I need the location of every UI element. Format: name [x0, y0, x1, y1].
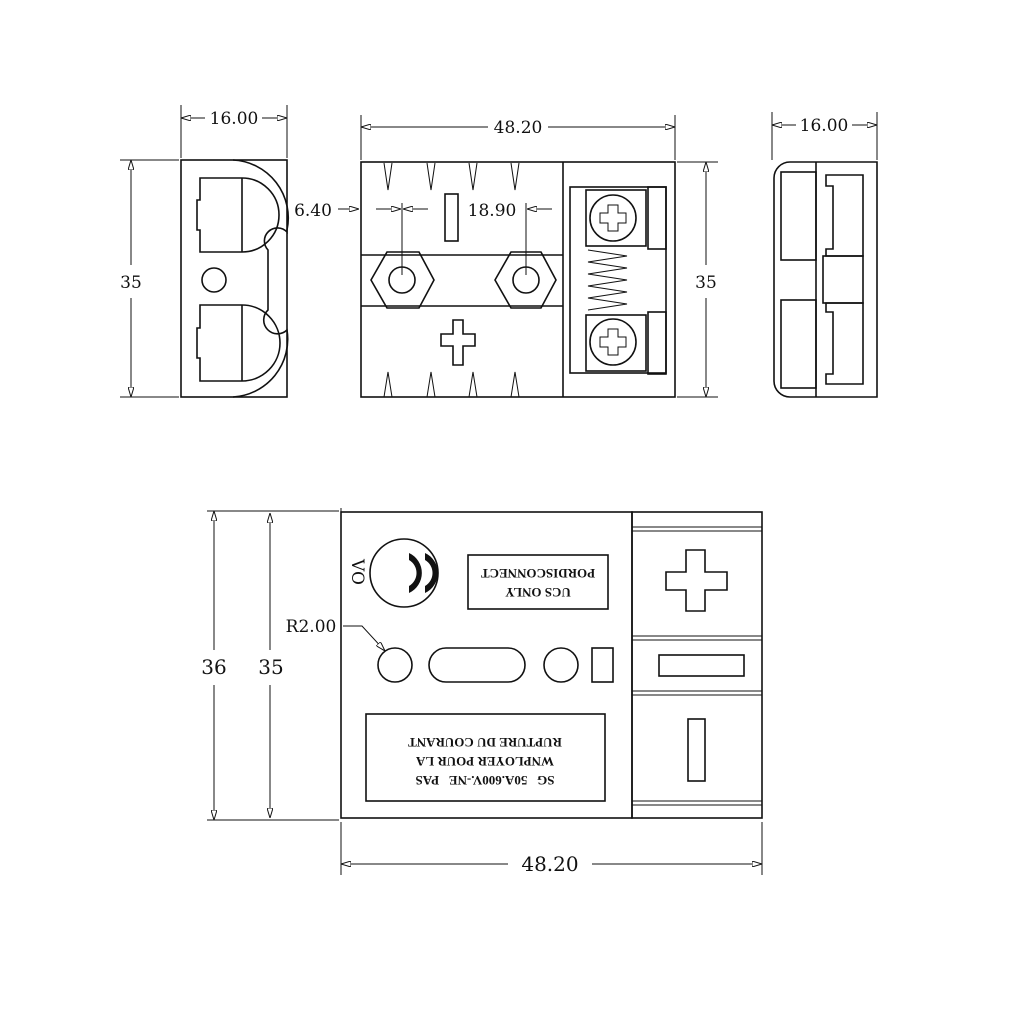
svg-text:RUPTURE DU COURANT: RUPTURE DU COURANT — [408, 735, 562, 750]
right-side-view: 16.00 — [771, 112, 878, 398]
svg-text:36: 36 — [201, 655, 226, 679]
svg-text:UCS ONLY: UCS ONLY — [505, 585, 571, 600]
dimension-width-front: 48.20 — [360, 115, 676, 160]
spring — [587, 249, 628, 311]
vo-mark: VO — [347, 558, 367, 585]
svg-text:SG 50A.600V.-NE PAS: SG 50A.600V.-NE PAS — [416, 773, 555, 788]
dimension-outer-height: 36 — [201, 510, 339, 821]
svg-text:16.00: 16.00 — [210, 109, 259, 129]
svg-text:35: 35 — [258, 655, 283, 679]
plus-icon — [440, 319, 476, 366]
svg-text:48.20: 48.20 — [494, 118, 543, 138]
svg-text:16.00: 16.00 — [800, 116, 849, 136]
dimension-offset: 6.40 — [294, 201, 359, 221]
dimension-inner-height: 35 — [258, 513, 284, 818]
svg-text:35: 35 — [120, 273, 142, 293]
svg-text:48.20: 48.20 — [521, 852, 578, 876]
ce-mark — [369, 538, 439, 608]
svg-text:WNPLOYER POUR LA: WNPLOYER POUR LA — [415, 754, 554, 769]
svg-text:18.90: 18.90 — [468, 201, 517, 221]
svg-text:35: 35 — [695, 273, 717, 293]
svg-text:PORDISCONNECT: PORDISCONNECT — [481, 566, 595, 581]
dimension-height-left: 35 — [120, 159, 179, 398]
dimension-pitch: 18.90 — [376, 201, 552, 275]
svg-text:R2.00: R2.00 — [286, 617, 337, 637]
front-view: 48.20 6.40 18.90 35 — [294, 115, 718, 398]
top-view: VO CE UCS ONLY PORDISCONNECT SG 50A.600V… — [201, 508, 763, 876]
dimension-height-front: 35 — [677, 161, 718, 398]
plus-icon — [665, 549, 728, 612]
left-side-view: 16.00 35 — [120, 105, 290, 398]
svg-text:6.40: 6.40 — [294, 201, 332, 221]
dimension-radius: R2.00 — [286, 617, 385, 651]
dimension-width-right: 16.00 — [771, 112, 878, 160]
dimension-width-left: 16.00 — [180, 105, 288, 158]
dimension-width-top: 48.20 — [340, 822, 763, 876]
